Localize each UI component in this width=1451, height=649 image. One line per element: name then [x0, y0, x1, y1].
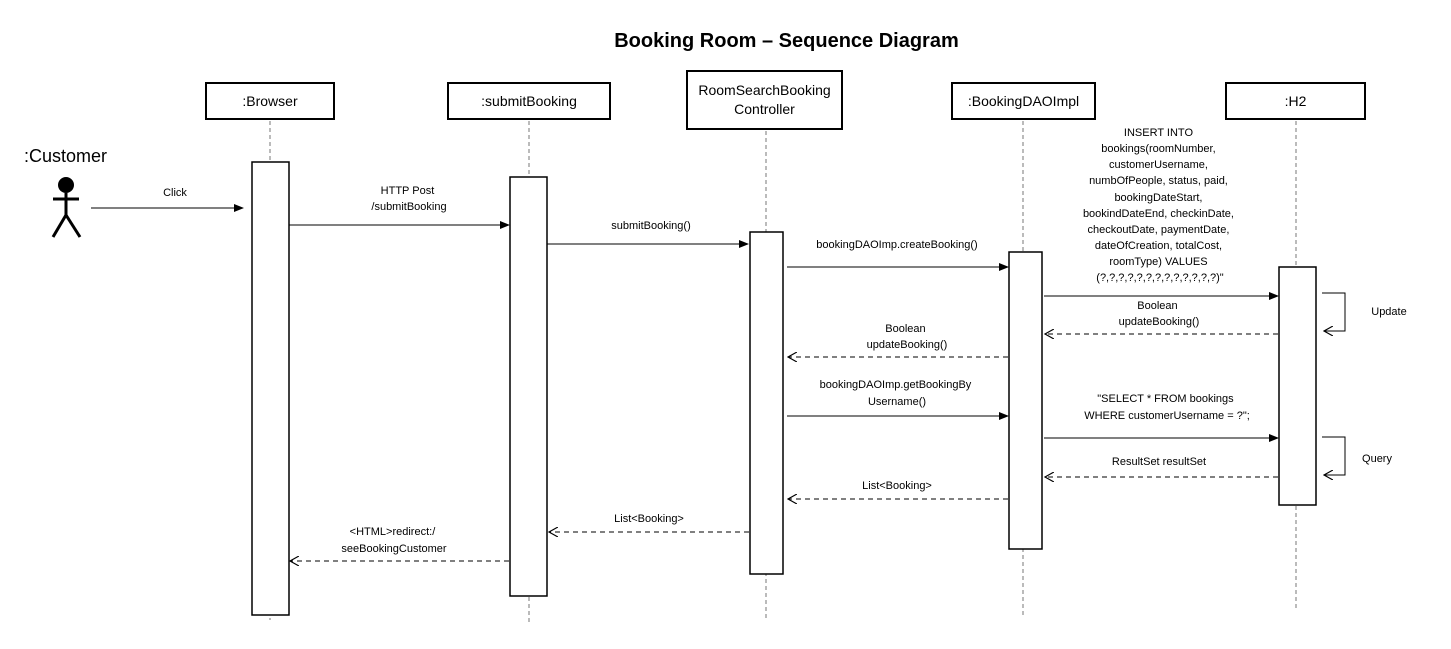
customer-actor-icon — [51, 177, 82, 238]
activation-dao — [1008, 251, 1043, 550]
participant-browser-label: :Browser — [242, 92, 298, 109]
diagram-title: Booking Room – Sequence Diagram — [614, 30, 959, 52]
msg-create-booking-label: bookingDAOImp.createBooking() — [816, 239, 977, 251]
ret-list-dao-label: List<Booking> — [862, 480, 932, 492]
customer-actor-label: :Customer — [24, 146, 108, 166]
activation-submit — [509, 176, 548, 597]
participant-controller-label-line2: Controller — [734, 101, 795, 117]
participant-controller: RoomSearchBooking Controller — [686, 70, 843, 130]
participant-h2-label: :H2 — [1284, 92, 1307, 109]
msg-get-booking-label: bookingDAOImp.getBookingBy Username() — [820, 379, 975, 408]
msg-query-self-label: Query — [1362, 453, 1392, 465]
ret-resultset-label: ResultSet resultSet — [1112, 456, 1206, 468]
activation-controller — [749, 231, 784, 575]
participant-booking-dao-label: :BookingDAOImpl — [967, 92, 1080, 109]
ret-redirect-label: <HTML>redirect:/ seeBookingCustomer — [341, 526, 447, 555]
ret-boolean-dao-label: Boolean updateBooking() — [867, 323, 948, 351]
ret-list-ctrl-label: List<Booking> — [614, 513, 684, 525]
activation-browser — [251, 161, 290, 616]
msg-update-self-arrow — [1322, 292, 1346, 331]
participant-h2: :H2 — [1225, 82, 1366, 120]
msg-query-self-arrow — [1322, 436, 1346, 475]
participant-controller-label-line1: RoomSearchBooking — [698, 82, 831, 98]
msg-update-self-label: Update — [1371, 306, 1406, 318]
msg-insert-label: INSERT INTO bookings(roomNumber, custome… — [1083, 127, 1237, 284]
msg-submit-booking-label: submitBooking() — [611, 220, 690, 232]
participant-submit-booking: :submitBooking — [447, 82, 611, 120]
participant-submit-booking-label: :submitBooking — [481, 92, 577, 109]
msg-http-post-label: HTTP Post /submitBooking — [371, 185, 446, 213]
ret-boolean-h2-label: Boolean updateBooking() — [1119, 300, 1200, 328]
participant-booking-dao: :BookingDAOImpl — [951, 82, 1096, 120]
msg-click-label: Click — [163, 187, 187, 199]
participant-browser: :Browser — [205, 82, 335, 120]
activation-h2 — [1278, 266, 1317, 506]
msg-select-label: "SELECT * FROM bookings WHERE customerUs… — [1084, 393, 1250, 422]
